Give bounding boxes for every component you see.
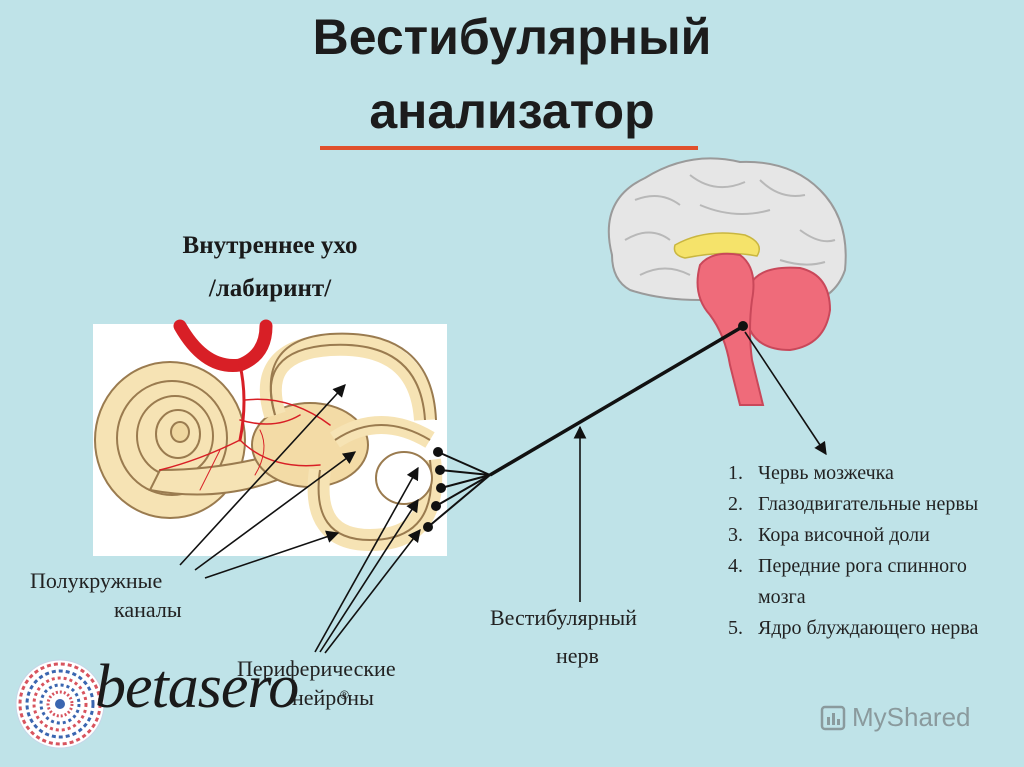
myshared-watermark: MyShared [820, 702, 971, 733]
label-nerve-line-1: Вестибулярный [490, 604, 637, 632]
list-item: 4.Передние рога спинного мозга [728, 551, 988, 613]
cochlea [95, 362, 245, 518]
label-canals-line-1: Полукружные [30, 567, 162, 595]
label-nerve-line-2: нерв [556, 642, 599, 670]
list-item: 2.Глазодвигательные нервы [728, 489, 988, 520]
watermark-text: MyShared [852, 702, 971, 733]
cerebellum [750, 268, 830, 350]
list-item: 5.Ядро блуждающего нерва [728, 613, 988, 644]
target-structures-list: 1.Червь мозжечка 2.Глазодвигательные нер… [728, 458, 988, 644]
brain-illustration [609, 158, 846, 405]
watermark-icon [820, 705, 846, 731]
list-item: 1.Червь мозжечка [728, 458, 988, 489]
list-item: 3.Кора височной доли [728, 520, 988, 551]
inner-ear-illustration [95, 326, 436, 540]
vestibular-nerve-lines [428, 327, 742, 527]
label-neurons-line-2: нейроны [292, 684, 374, 712]
betasero-logo-icon [16, 660, 104, 748]
registered-mark: ® [340, 688, 349, 702]
betasero-logo-text: betasero [95, 652, 298, 723]
label-canals-line-2: каналы [114, 596, 182, 624]
